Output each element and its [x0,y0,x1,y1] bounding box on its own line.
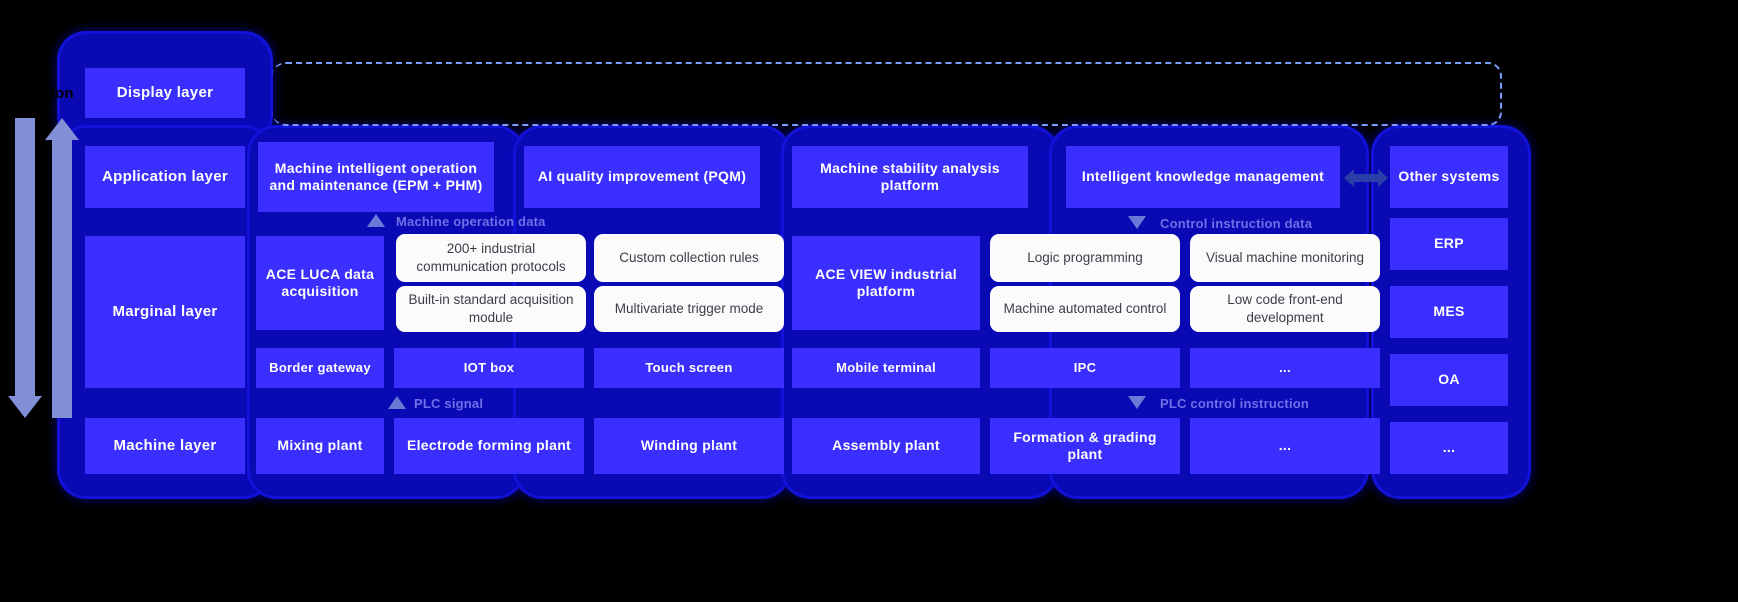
app-cell-other-systems[interactable]: Other systems [1390,146,1508,208]
pill-visual-machine-monitoring[interactable]: Visual machine monitoring [1190,234,1380,282]
flow-label-machine-operation-data: Machine operation data [396,214,546,229]
machine-cell-assembly-plant[interactable]: Assembly plant [792,418,980,474]
bidirectional-arrow-icon [1344,169,1388,187]
row-label-application-layer[interactable]: Application layer [85,146,245,208]
app-cell-epm-phm[interactable]: Machine intelligent operation and mainte… [258,142,494,212]
device-iot-box[interactable]: IOT box [394,348,584,388]
platform-ace-view[interactable]: ACE VIEW industrial platform [792,236,980,330]
display-layer-dashed-frame [272,62,1502,126]
device-border-gateway[interactable]: Border gateway [256,348,384,388]
pill-low-code-development[interactable]: Low code front-end development [1190,286,1380,332]
flow-label-plc-signal: PLC signal [414,396,484,411]
pill-custom-collection-rules[interactable]: Custom collection rules [594,234,784,282]
upward-flow-arrow [45,118,79,418]
system-oa[interactable]: OA [1390,354,1508,406]
device-ellipsis[interactable]: ... [1190,348,1380,388]
machine-cell-ellipsis[interactable]: ... [1190,418,1380,474]
flow-arrow-up-plc-signal [388,396,406,409]
flow-arrow-down-plc-control [1128,396,1146,409]
pill-standard-acquisition-module[interactable]: Built-in standard acquisition module [396,286,586,332]
device-touch-screen[interactable]: Touch screen [594,348,784,388]
flow-label-control-instruction-data: Control instruction data [1160,216,1313,231]
app-cell-pqm[interactable]: AI quality improvement (PQM) [524,146,760,208]
device-mobile-terminal[interactable]: Mobile terminal [792,348,980,388]
flow-arrow-down-control-data [1128,216,1146,229]
flow-arrow-up-machine-data [367,214,385,227]
downward-flow-arrow [8,118,42,418]
row-label-marginal-layer[interactable]: Marginal layer [85,236,245,388]
edge-fragment-text: tion [46,85,74,102]
machine-cell-winding-plant[interactable]: Winding plant [594,418,784,474]
pill-machine-automated-control[interactable]: Machine automated control [990,286,1180,332]
machine-cell-electrode-forming[interactable]: Electrode forming plant [394,418,584,474]
flow-label-plc-control-instruction: PLC control instruction [1160,396,1310,411]
app-cell-knowledge[interactable]: Intelligent knowledge management [1066,146,1340,208]
row-label-machine-layer[interactable]: Machine layer [85,418,245,474]
system-mes[interactable]: MES [1390,286,1508,338]
system-erp[interactable]: ERP [1390,218,1508,270]
machine-cell-formation-grading[interactable]: Formation & grading plant [990,418,1180,474]
device-ipc[interactable]: IPC [990,348,1180,388]
pill-communication-protocols[interactable]: 200+ industrial communication protocols [396,234,586,282]
pill-logic-programming[interactable]: Logic programming [990,234,1180,282]
app-cell-stability[interactable]: Machine stability analysis platform [792,146,1028,208]
platform-ace-luca[interactable]: ACE LUCA data acquisition [256,236,384,330]
pill-multivariate-trigger-mode[interactable]: Multivariate trigger mode [594,286,784,332]
row-label-display-layer[interactable]: Display layer [85,68,245,118]
machine-cell-mixing-plant[interactable]: Mixing plant [256,418,384,474]
system-ellipsis[interactable]: ... [1390,422,1508,474]
